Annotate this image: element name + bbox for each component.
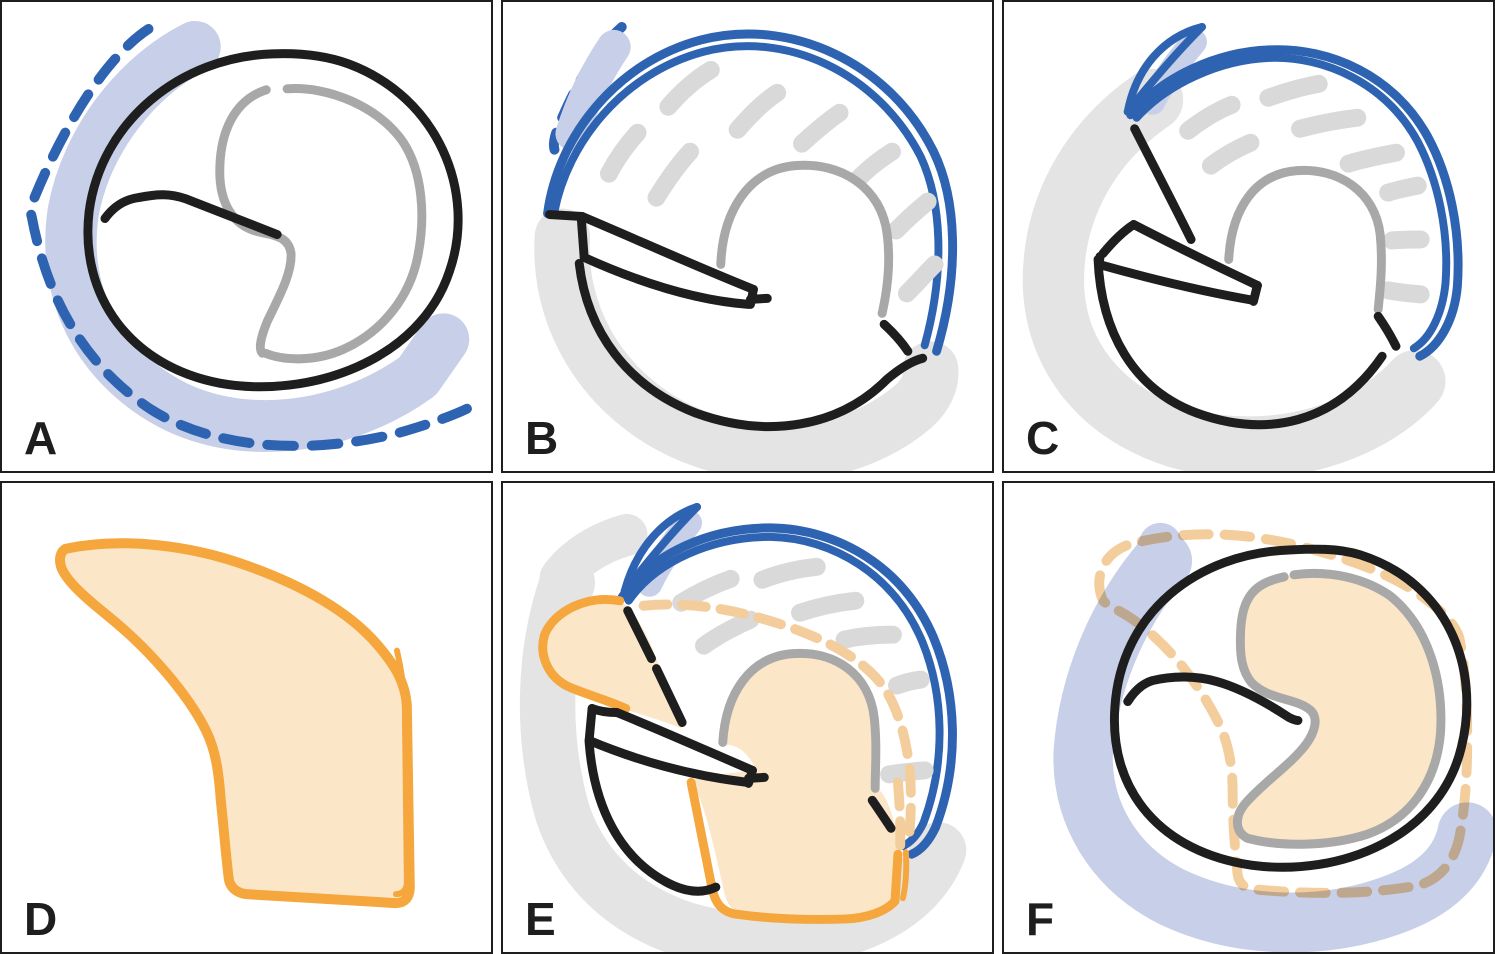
dashed-graft-outline-peach bbox=[638, 599, 916, 860]
striations-gray bbox=[1179, 74, 1430, 304]
malleus-line-black bbox=[100, 190, 282, 239]
canal-wall-blue bbox=[543, 29, 958, 356]
panel-a: A bbox=[0, 0, 493, 473]
shadow-ring-gray bbox=[1022, 68, 1446, 471]
fold-crescent-blue bbox=[1123, 22, 1206, 116]
malleus-and-wedge-black bbox=[584, 606, 769, 788]
striations-gray bbox=[600, 60, 944, 303]
panel-label-b: B bbox=[525, 412, 559, 464]
shadow-band-gray bbox=[534, 208, 959, 471]
malleus-and-wedge-black bbox=[1094, 124, 1262, 306]
panel-f-drawing bbox=[1053, 522, 1493, 952]
inner-spiral-gray bbox=[718, 648, 881, 793]
fold-fill-lightblue bbox=[555, 29, 631, 151]
lower-ring-black bbox=[584, 737, 896, 896]
panel-label-f: F bbox=[1026, 893, 1055, 945]
panel-e: E bbox=[501, 481, 994, 954]
canal-wall-blue bbox=[1126, 45, 1463, 361]
outer-ring-black bbox=[1109, 544, 1472, 872]
graft-shape-orange bbox=[55, 538, 415, 909]
shadow-band-blue bbox=[1053, 522, 1493, 952]
panel-b: B bbox=[501, 0, 994, 473]
panel-e-drawing bbox=[519, 502, 967, 952]
panel-label-d: D bbox=[24, 893, 58, 945]
panel-c-drawing bbox=[1022, 22, 1463, 471]
panel-d-drawing bbox=[55, 538, 415, 909]
malleus-line-black bbox=[1123, 672, 1303, 725]
panel-label-a: A bbox=[24, 412, 58, 464]
panel-f: F bbox=[1002, 481, 1495, 954]
lower-ring-black bbox=[574, 258, 928, 431]
dashed-outline-blue bbox=[25, 23, 476, 451]
lower-ring-black bbox=[1093, 254, 1401, 430]
panel-b-drawing bbox=[534, 21, 959, 471]
graft-outline-orange bbox=[538, 595, 910, 924]
panel-d: D bbox=[0, 481, 493, 954]
inner-spiral-gray bbox=[716, 160, 894, 318]
inner-spiral-gray bbox=[1224, 165, 1386, 314]
inner-comma-filled bbox=[1233, 568, 1446, 849]
panel-c: C bbox=[1002, 0, 1495, 473]
panel-label-c: C bbox=[1026, 412, 1060, 464]
graft-fill-lightorange bbox=[544, 599, 899, 920]
retraction-wedge-black bbox=[545, 210, 772, 309]
canal-wall-blue bbox=[617, 523, 957, 859]
panel-label-e: E bbox=[525, 893, 556, 945]
panel-a-drawing bbox=[25, 20, 476, 452]
shadow-band-blue bbox=[45, 20, 470, 452]
outer-ring-black bbox=[83, 49, 463, 392]
